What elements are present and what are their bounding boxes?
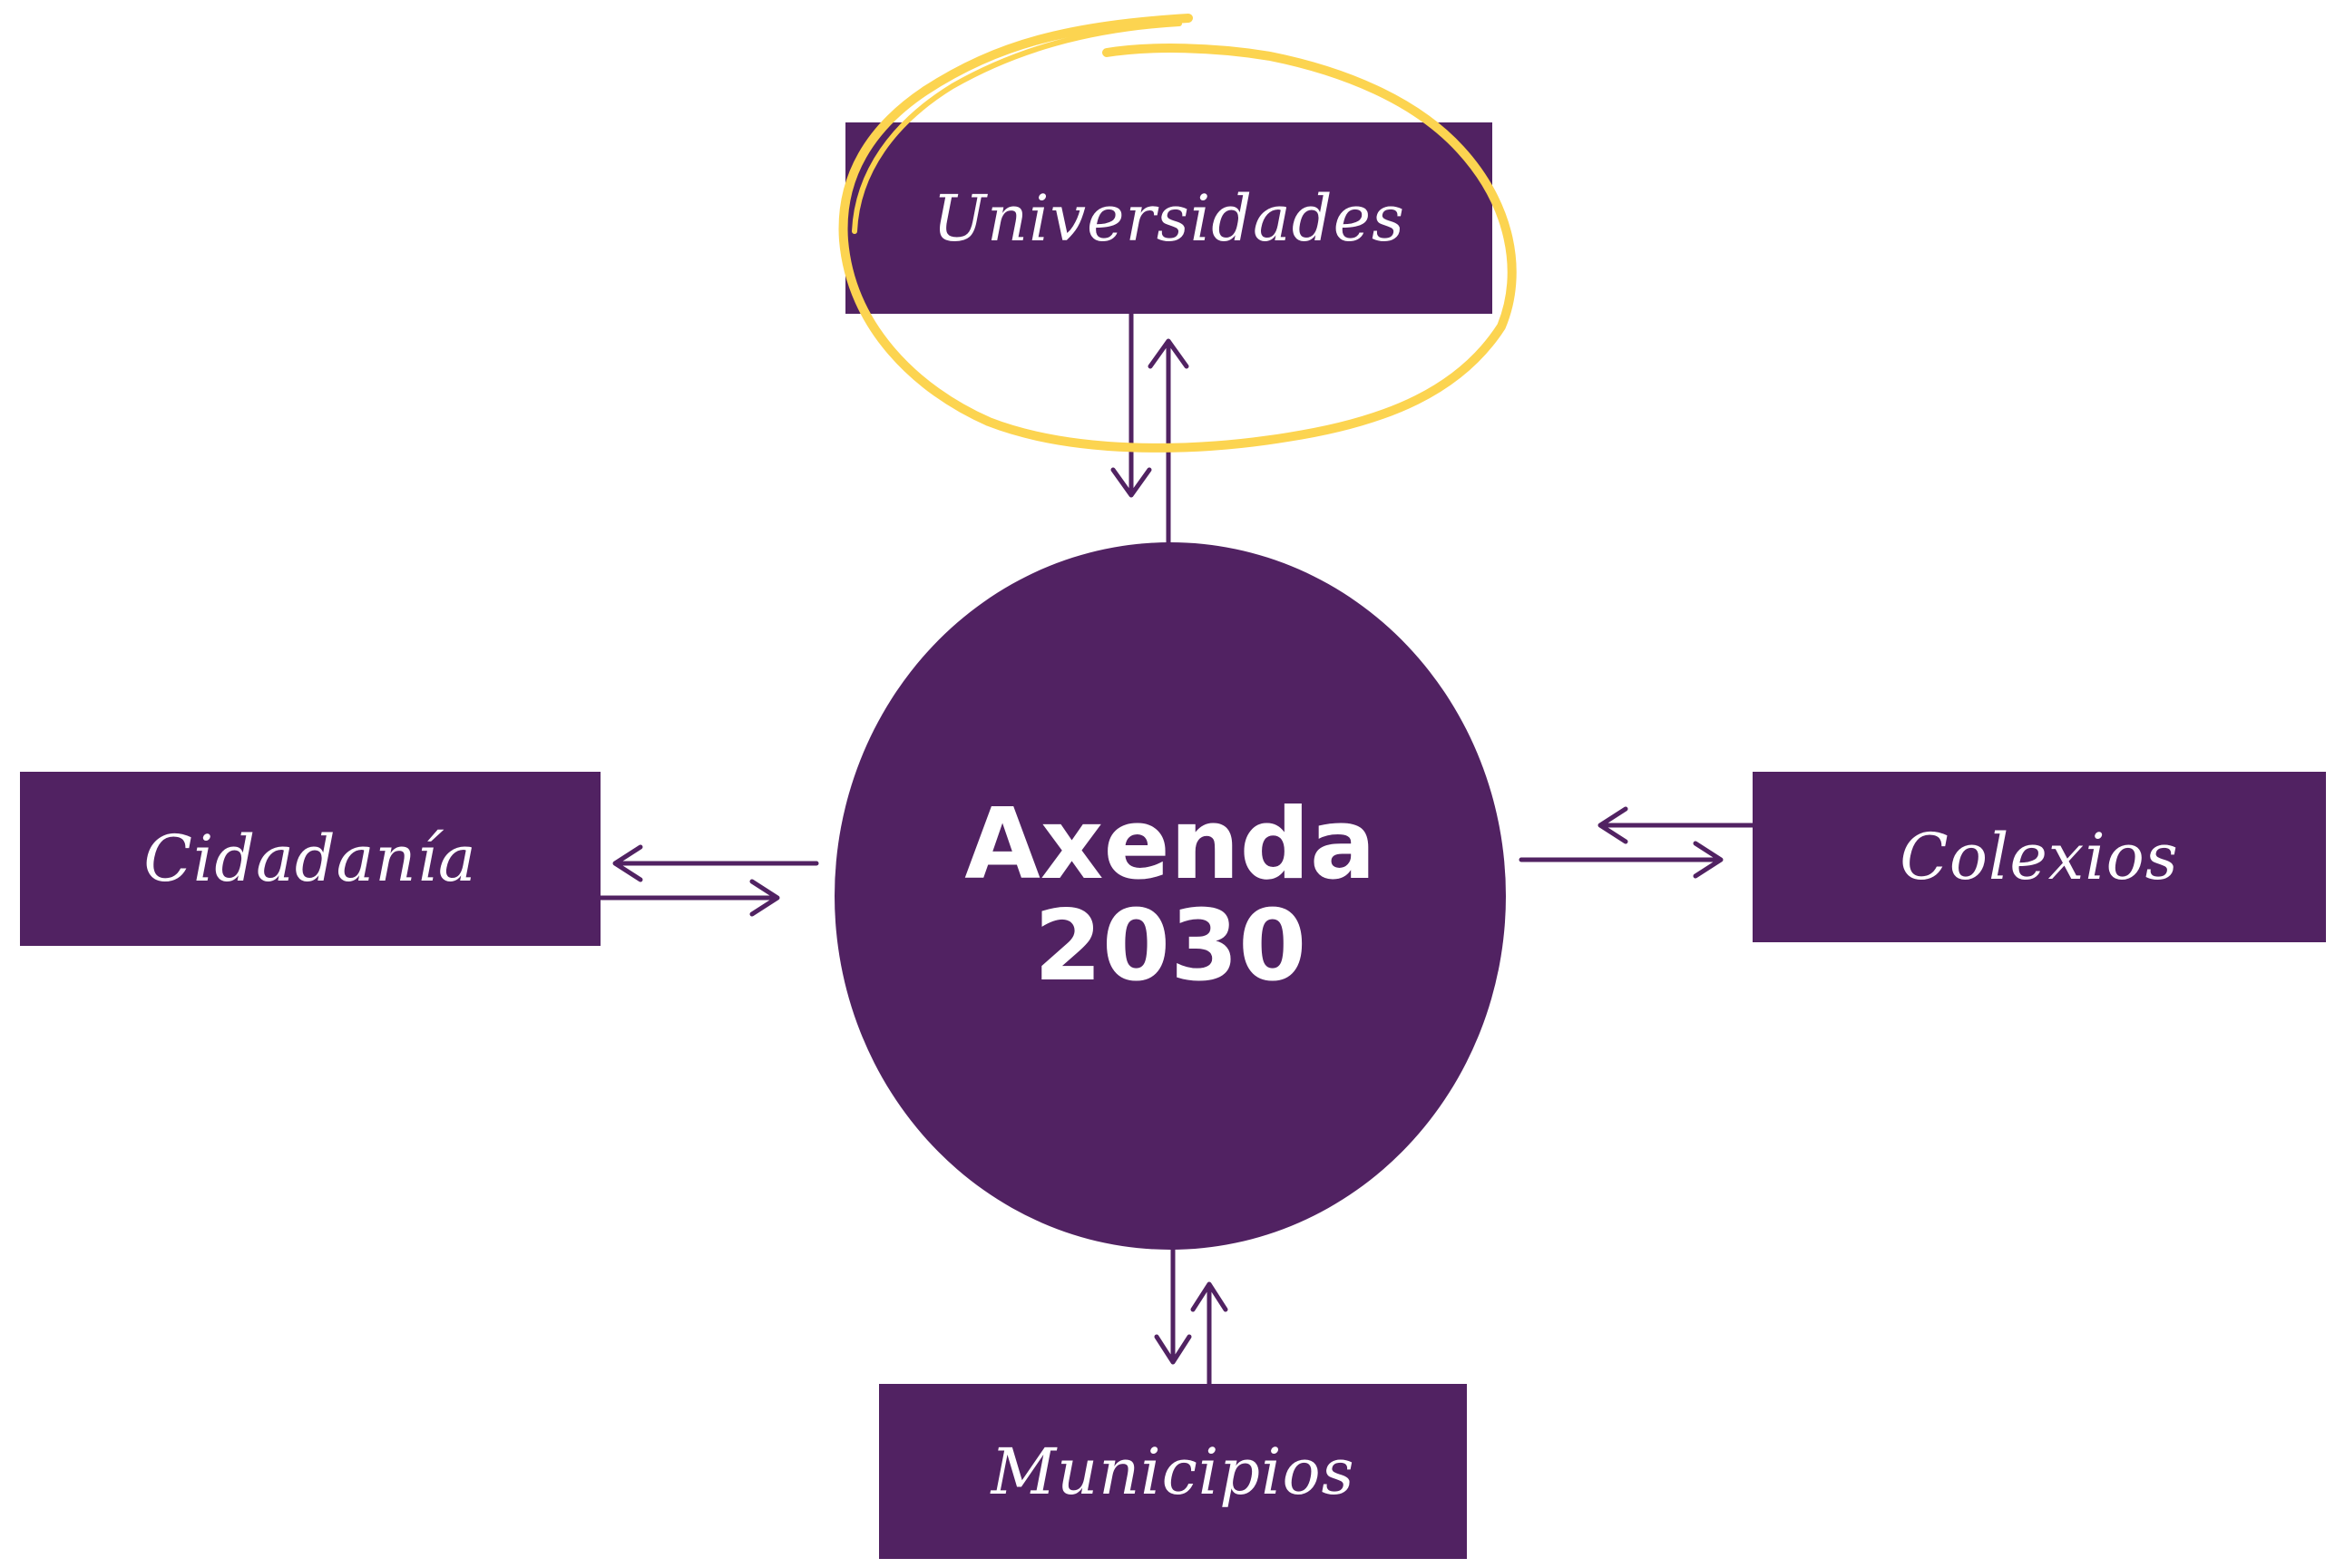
arrow-hub-to-colexios <box>1519 841 1724 879</box>
hub-title-line1: Axenda <box>964 788 1376 901</box>
arrow-municipios-to-hub <box>1190 1281 1228 1387</box>
arrow-colexios-to-hub <box>1597 806 1755 844</box>
node-universidades-label: Universidades <box>933 180 1405 256</box>
arrow-hub-to-municipios <box>1154 1247 1192 1365</box>
node-colexios: Colexios <box>1753 772 2326 942</box>
hub-title-line2: 2030 <box>1033 890 1307 1003</box>
node-cidadania: Cidadanía <box>20 772 601 946</box>
arrow-universidades-to-hub <box>1110 309 1152 498</box>
node-cidadania-label: Cidadanía <box>143 822 477 896</box>
arrow-cidadania-to-hub <box>596 879 780 917</box>
arrow-hub-to-universidades <box>1148 338 1189 545</box>
arrow-hub-to-cidadania <box>612 844 819 882</box>
node-municipios: Municipios <box>879 1384 1467 1559</box>
node-colexios-label: Colexios <box>1900 820 2179 894</box>
node-municipios-label: Municipios <box>991 1434 1355 1509</box>
node-universidades: Universidades <box>845 122 1492 314</box>
hub-circle: Axenda 2030 <box>835 542 1506 1250</box>
